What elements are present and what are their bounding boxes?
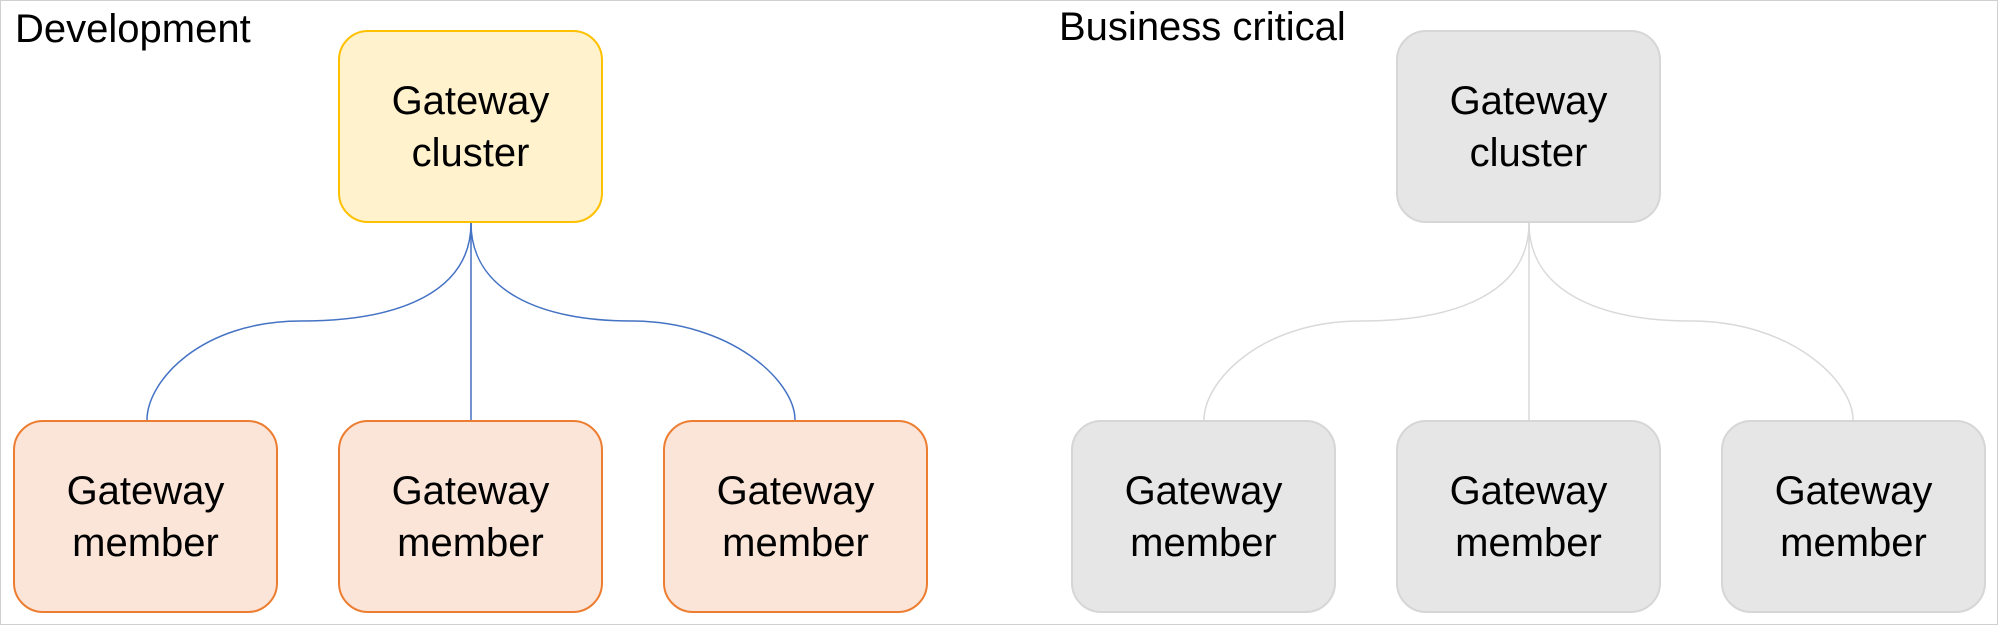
bc-connector-right	[1528, 222, 1854, 421]
bc-gateway-member-1: Gateway member	[1071, 420, 1336, 613]
dev-connector-right	[470, 222, 796, 421]
bc-connector-left	[1203, 222, 1530, 421]
node-label-line2: cluster	[411, 130, 530, 175]
dev-gateway-cluster: Gateway cluster	[338, 30, 603, 223]
node-label-line2: member	[397, 520, 544, 565]
dev-gateway-member-3: Gateway member	[663, 420, 928, 613]
dev-connector-left	[146, 222, 472, 421]
node-label-line2: member	[1780, 520, 1927, 565]
dev-gateway-member-1: Gateway member	[13, 420, 278, 613]
node-label-line2: member	[72, 520, 219, 565]
bc-gateway-member-2: Gateway member	[1396, 420, 1661, 613]
node-label-line1: Gateway	[66, 468, 225, 513]
dev-gateway-member-2: Gateway member	[338, 420, 603, 613]
business-critical-title: Business critical	[1059, 5, 1346, 49]
bc-gateway-cluster: Gateway cluster	[1396, 30, 1661, 223]
node-label-line2: member	[722, 520, 869, 565]
node-label-line1: Gateway	[716, 468, 875, 513]
node-label-line1: Gateway	[1449, 468, 1608, 513]
node-label-line1: Gateway	[391, 78, 550, 123]
bc-gateway-member-3: Gateway member	[1721, 420, 1986, 613]
node-label-line2: member	[1130, 520, 1277, 565]
node-label-line1: Gateway	[1124, 468, 1283, 513]
node-label-line1: Gateway	[1774, 468, 1933, 513]
node-label-line1: Gateway	[1449, 78, 1608, 123]
node-label-line2: cluster	[1469, 130, 1588, 175]
development-title: Development	[15, 7, 251, 51]
node-label-line1: Gateway	[391, 468, 550, 513]
node-label-line2: member	[1455, 520, 1602, 565]
